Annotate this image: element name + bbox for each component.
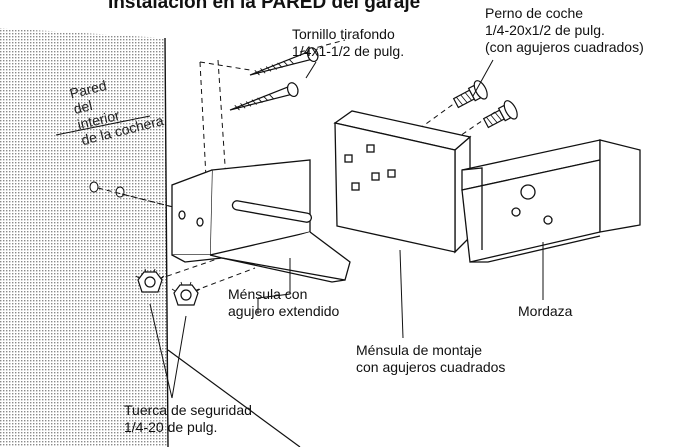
carriage-bolts [452, 80, 518, 129]
carriage-bolt-label: Perno de coche 1/4-20x1/2 de pulg. (con … [485, 5, 644, 56]
slotted-bracket-label-line: agujero extendido [228, 303, 340, 319]
slotted-bracket-label: Ménsula con agujero extendido [228, 286, 339, 320]
leader-lines [149, 59, 544, 399]
mounting-bracket-label: Ménsula de montaje con agujeros cuadrado… [356, 342, 505, 376]
slotted-bracket-label-line: Ménsula con [228, 286, 308, 302]
lag-screws [229, 47, 319, 111]
diagram-title: Instalación en la PARED del garaje [108, 0, 421, 13]
carriage-bolt-label-line: Perno de coche [485, 5, 584, 21]
clamp [461, 139, 641, 263]
lag-screw-label: Tornillo tirafondo 1/4x1-1/2 de pulg. [292, 26, 404, 60]
lock-nut-label-line: 1/4-20 de pulg. [124, 419, 218, 435]
carriage-bolt-label-line: 1/4-20x1/2 de pulg. [485, 22, 605, 38]
mounting-bracket-label-line: con agujeros cuadrados [356, 359, 506, 375]
lock-nut-label: Tuerca de seguridad 1/4-20 de pulg. [124, 402, 252, 436]
carriage-bolt-label-line: (con agujeros cuadrados) [485, 39, 644, 55]
lock-nut-label-line: Tuerca de seguridad [124, 402, 252, 418]
mounting-bracket-label-line: Ménsula de montaje [356, 342, 483, 358]
mounting-bracket [333, 110, 472, 254]
lag-screw-label-line: 1/4x1-1/2 de pulg. [292, 43, 405, 59]
lock-nuts [135, 268, 201, 306]
clamp-label: Mordaza [518, 303, 572, 320]
slotted-bracket [171, 159, 351, 283]
lag-screw-label-line: Tornillo tirafondo [292, 26, 395, 42]
clamp-label-line: Mordaza [518, 303, 573, 319]
